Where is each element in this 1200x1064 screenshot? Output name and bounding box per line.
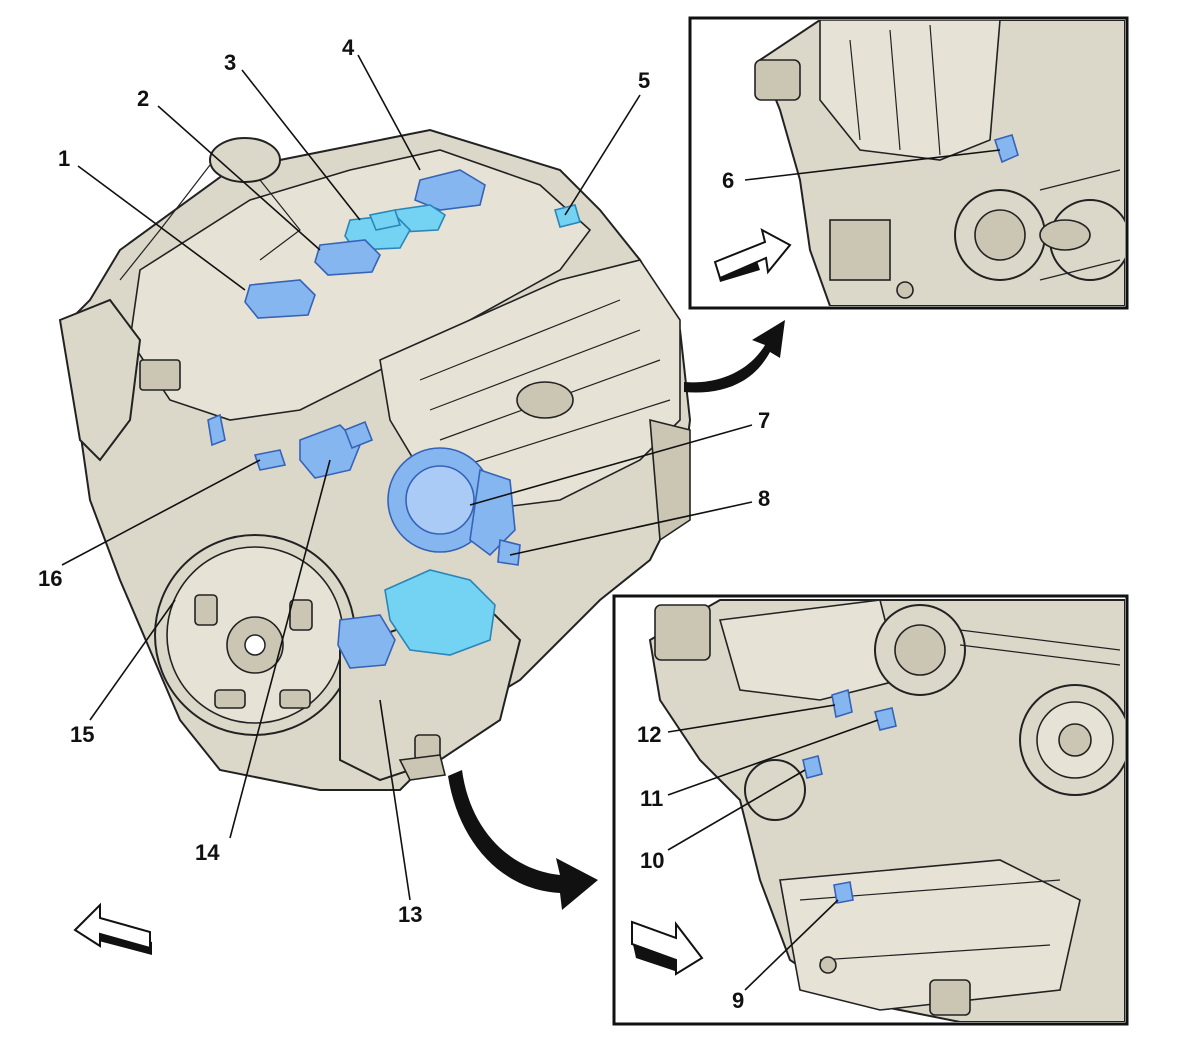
callout-5: 5 [638, 68, 650, 93]
direction-arrow-bottom-inset [631, 920, 704, 976]
callout-9: 9 [732, 988, 744, 1013]
callout-8: 8 [758, 486, 770, 511]
main-engine-view [58, 128, 692, 791]
direction-arrow-main [73, 902, 152, 955]
inset-top-right [688, 16, 1129, 310]
direction-arrow-top-inset [713, 228, 792, 282]
callout-15: 15 [70, 722, 94, 747]
callout-6: 6 [722, 168, 734, 193]
callout-7: 7 [758, 408, 770, 433]
callout-4: 4 [342, 35, 355, 60]
callout-13: 13 [398, 902, 422, 927]
leader-lines [61, 54, 1001, 991]
curved-arrow-to-bottom-inset [448, 770, 598, 910]
callout-labels: 1 2 3 4 5 6 7 8 9 10 11 12 13 14 15 16 [38, 35, 770, 1013]
callout-10: 10 [640, 848, 664, 873]
callout-14: 14 [195, 840, 220, 865]
callout-16: 16 [38, 566, 62, 591]
callout-2: 2 [137, 86, 149, 111]
callout-1: 1 [58, 146, 70, 171]
callout-11: 11 [640, 786, 663, 811]
inset-bottom-right [612, 594, 1129, 1026]
callout-12: 12 [637, 722, 661, 747]
curved-arrow-to-top-inset [684, 320, 785, 393]
callout-3: 3 [224, 50, 236, 75]
